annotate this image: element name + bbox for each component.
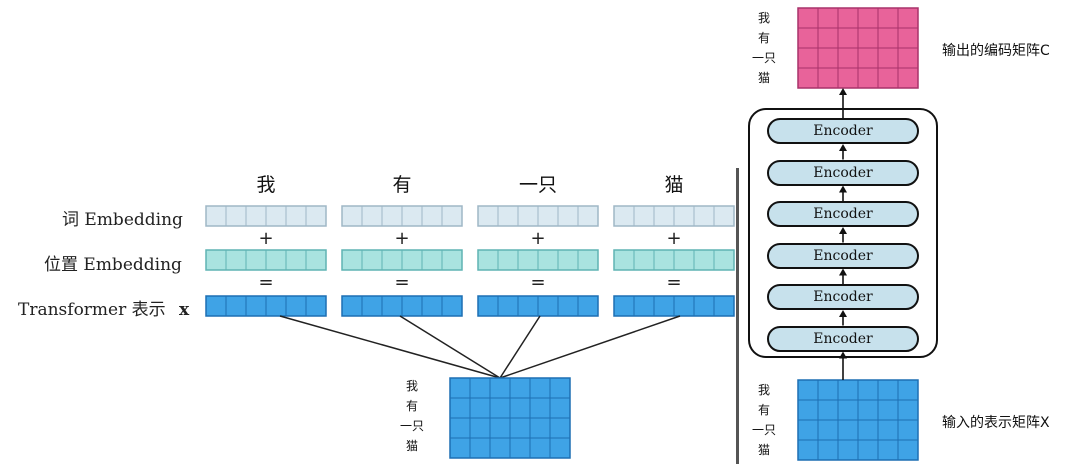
output-matrix-c	[797, 7, 919, 89]
matrix-token: 猫	[405, 439, 418, 453]
row-label-word-embedding: 词 Embedding	[62, 210, 183, 230]
left-x-matrix	[449, 377, 571, 459]
matrix-token: 有	[405, 399, 418, 413]
output-token: 一只	[752, 51, 777, 65]
equals-operator: =	[666, 272, 682, 293]
row-label-position-embedding: 位置 Embedding	[44, 255, 182, 275]
encoder-block: Encoder	[767, 159, 919, 186]
converge-line-2	[499, 315, 541, 379]
input-matrix-x	[797, 379, 919, 461]
output-token-list: 我 有 一只 猫	[752, 8, 776, 88]
encoder-stack-frame	[748, 108, 938, 358]
output-token: 猫	[757, 71, 770, 85]
encoder-block: Encoder	[767, 325, 919, 352]
plus-operator: +	[666, 228, 682, 249]
embedding-block-r0-c1	[341, 205, 463, 227]
embedding-block-r2-c0	[205, 295, 327, 317]
matrix-token: 一只	[400, 419, 425, 433]
input-token: 猫	[757, 443, 770, 457]
word-token-3: 猫	[664, 174, 684, 196]
converge-line-3	[499, 315, 681, 379]
embedding-block-r0-c3	[613, 205, 735, 227]
embedding-block-r1-c2	[477, 249, 599, 271]
input-token-list: 我 有 一只 猫	[752, 380, 776, 460]
word-token-2: 一只	[518, 174, 557, 196]
converge-line-0	[279, 315, 501, 379]
encoder-to-output-arrow-head	[839, 88, 847, 95]
transformer-repr-text: Transformer 表示	[18, 300, 166, 320]
panel-divider	[736, 168, 739, 464]
embedding-block-r2-c2	[477, 295, 599, 317]
word-token-1: 有	[392, 174, 412, 196]
plus-operator: +	[530, 228, 546, 249]
plus-operator: +	[394, 228, 410, 249]
equals-operator: =	[258, 272, 274, 293]
input-token: 一只	[752, 423, 777, 437]
encoder-block: Encoder	[767, 284, 919, 310]
embedding-block-r2-c3	[613, 295, 735, 317]
input-token: 有	[757, 403, 770, 417]
embedding-block-r1-c3	[613, 249, 735, 271]
encoder-block: Encoder	[767, 118, 919, 144]
embedding-block-r1-c1	[341, 249, 463, 271]
converge-line-1	[399, 315, 501, 379]
input-token: 我	[757, 383, 770, 397]
embedding-block-r1-c0	[205, 249, 327, 271]
output-matrix-label: 输出的编码矩阵C	[942, 43, 1050, 59]
row-label-transformer-repr: Transformer 表示 x	[18, 295, 189, 320]
output-token: 我	[757, 11, 770, 25]
embedding-block-r2-c1	[341, 295, 463, 317]
encoder-block: Encoder	[767, 201, 919, 227]
matrix-token-list: 我 有 一只 猫	[400, 376, 424, 456]
equals-operator: =	[530, 272, 546, 293]
input-matrix-label: 输入的表示矩阵X	[942, 415, 1050, 431]
matrix-token: 我	[405, 379, 418, 393]
equals-operator: =	[394, 272, 410, 293]
encoder-block: Encoder	[767, 242, 919, 269]
output-token: 有	[757, 31, 770, 45]
embedding-block-r0-c2	[477, 205, 599, 227]
plus-operator: +	[258, 228, 274, 249]
embedding-block-r0-c0	[205, 205, 327, 227]
x-symbol: x	[179, 300, 190, 320]
word-token-0: 我	[256, 174, 276, 196]
